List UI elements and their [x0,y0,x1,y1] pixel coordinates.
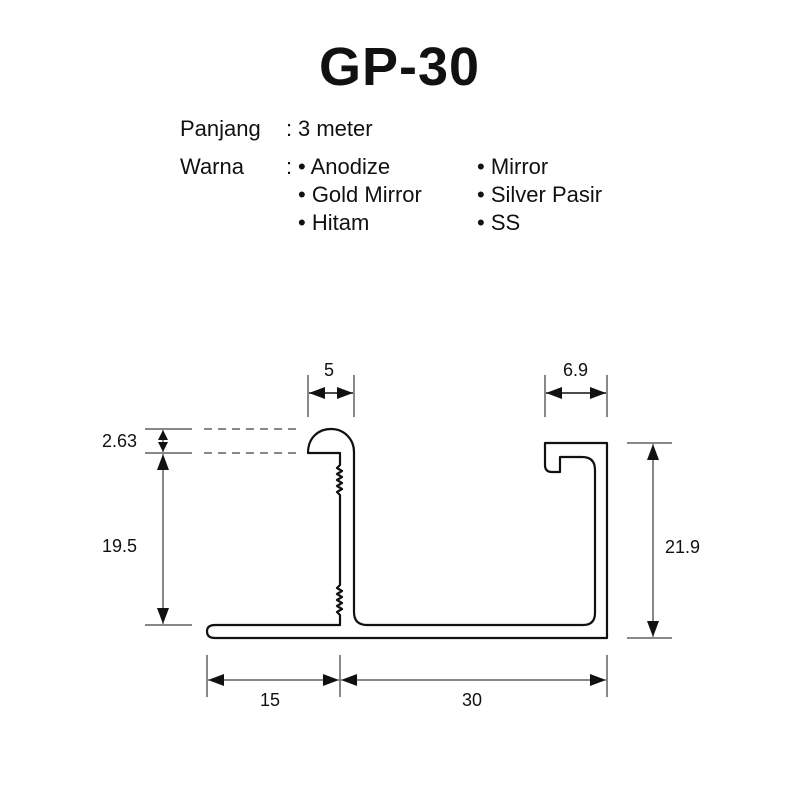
color-option: • Anodize [298,154,391,179]
dim-bulb-height: 2.63 [102,431,138,451]
dim-lip-length: 15 [260,690,281,710]
length-value: 3 meter [298,116,373,141]
color-option: • Silver Pasir [477,182,603,207]
color-option: • Hitam [298,210,370,235]
color-option: • SS [477,210,521,235]
dim-base-length: 30 [462,690,483,710]
length-separator: : [286,116,293,141]
color-label: Warna [180,154,244,179]
dim-total-height: 21.9 [665,537,701,557]
color-separator: : [286,154,293,179]
length-label: Panjang [180,116,261,141]
color-option: • Mirror [477,154,549,179]
color-option: • Gold Mirror [298,182,422,207]
profile-outline [205,427,609,640]
dim-flange-height: 19.5 [102,536,138,556]
product-title: GP-30 [318,37,481,97]
dim-bulb-width: 5 [324,360,335,380]
dim-hook-width: 6.9 [563,360,589,380]
dimension-lines [145,375,672,697]
